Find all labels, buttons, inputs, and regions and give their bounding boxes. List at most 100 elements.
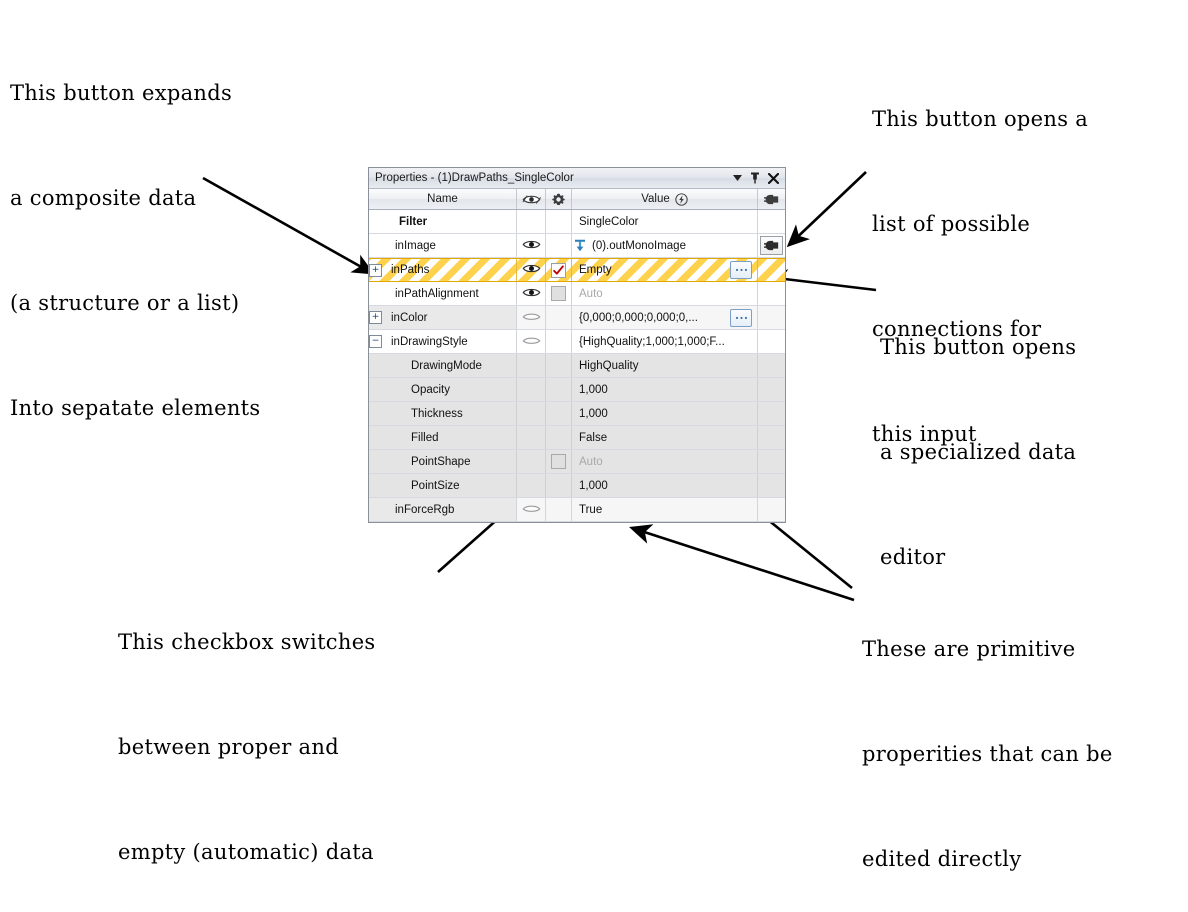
property-name-label: inForceRgb (395, 503, 455, 516)
connection-button[interactable] (760, 236, 783, 255)
auto-value-cell[interactable] (546, 282, 572, 305)
column-header-value-label: Value (641, 193, 670, 205)
property-row-inpaths[interactable]: +inPaths Empty (369, 258, 785, 282)
annotation-line: list of possible (872, 212, 1031, 236)
property-row-filter[interactable]: Filter SingleColor (369, 210, 785, 234)
property-name-cell[interactable]: PointSize (369, 474, 517, 497)
column-header-value[interactable]: Value (572, 189, 758, 209)
connection-cell (758, 306, 785, 329)
connection-cell (758, 498, 785, 521)
property-value-cell[interactable]: {HighQuality;1,000;1,000;F... (572, 330, 758, 353)
pin-icon[interactable] (747, 170, 763, 186)
property-name-label: Opacity (411, 383, 450, 396)
property-value-cell[interactable]: 1,000 (572, 378, 758, 401)
property-row-pointsize[interactable]: PointSize 1,000 (369, 474, 785, 498)
property-row-opacity[interactable]: Opacity 1,000 (369, 378, 785, 402)
connection-cell (758, 378, 785, 401)
annotation-line: a composite data (10, 186, 197, 210)
eye-closed-icon[interactable] (522, 335, 541, 349)
property-name-label: DrawingMode (411, 359, 482, 372)
property-row-inforcergb[interactable]: inForceRgb True (369, 498, 785, 522)
expander-toggle[interactable]: + (369, 311, 382, 324)
property-name-cell[interactable]: DrawingMode (369, 354, 517, 377)
eye-open-icon[interactable] (522, 239, 541, 253)
auto-value-cell (546, 330, 572, 353)
property-name-label: PointSize (411, 479, 460, 492)
property-name-cell[interactable]: PointShape (369, 450, 517, 473)
annotation-line: This button expands (10, 81, 233, 105)
property-name-label: Thickness (411, 407, 463, 420)
property-row-inimage[interactable]: inImage (0).outMonoImage (369, 234, 785, 258)
visibility-cell[interactable] (517, 282, 546, 305)
visibility-cell (517, 426, 546, 449)
eye-closed-icon[interactable] (522, 311, 541, 325)
annotation-line: These are primitive (862, 637, 1076, 661)
visibility-cell[interactable] (517, 234, 546, 257)
connection-cell (758, 259, 785, 281)
property-row-indrawingstyle[interactable]: −inDrawingStyle {HighQuality;1,000;1,000… (369, 330, 785, 354)
property-row-thickness[interactable]: Thickness 1,000 (369, 402, 785, 426)
panel-titlebar: Properties - (1)DrawPaths_SingleColor (369, 168, 785, 189)
property-value-cell[interactable]: True (572, 498, 758, 521)
property-name-label: PointShape (411, 455, 471, 468)
data-editor-button[interactable] (730, 308, 752, 327)
property-value-label: {HighQuality;1,000;1,000;F... (579, 335, 725, 348)
property-value-label: (0).outMonoImage (592, 239, 686, 252)
property-name-cell[interactable]: inPathAlignment (369, 282, 517, 305)
auto-value-cell (546, 234, 572, 257)
checkbox-unchecked[interactable] (551, 286, 566, 301)
column-header-name[interactable]: Name (369, 189, 517, 209)
property-name-cell[interactable]: +inPaths (369, 259, 517, 281)
plug-icon[interactable] (758, 189, 785, 209)
arrow-to-plug-button (786, 171, 867, 248)
chevron-down-icon[interactable] (729, 170, 745, 186)
property-value-cell[interactable]: 1,000 (572, 402, 758, 425)
property-value-cell[interactable]: Auto (572, 450, 758, 473)
property-value-cell[interactable]: SingleColor (572, 210, 758, 233)
visibility-cell (517, 450, 546, 473)
property-name-cell[interactable]: Filled (369, 426, 517, 449)
expander-toggle[interactable]: − (369, 335, 382, 348)
property-row-inpathalignment[interactable]: inPathAlignment Auto (369, 282, 785, 306)
property-value-cell[interactable]: HighQuality (572, 354, 758, 377)
property-name-cell[interactable]: inImage (369, 234, 517, 257)
data-editor-button[interactable] (730, 261, 752, 279)
property-name-cell[interactable]: −inDrawingStyle (369, 330, 517, 353)
connection-cell[interactable] (758, 234, 785, 257)
property-value-cell[interactable]: {0,000;0,000;0,000;0,... (572, 306, 758, 329)
eye-icon[interactable] (517, 189, 546, 209)
property-row-incolor[interactable]: +inColor {0,000;0,000;0,000;0,... (369, 306, 785, 330)
connection-cell (758, 474, 785, 497)
property-name-cell[interactable]: Filter (369, 210, 517, 233)
property-name-cell[interactable]: inForceRgb (369, 498, 517, 521)
link-down-icon (574, 239, 586, 252)
checkbox-checked[interactable] (551, 262, 566, 278)
visibility-cell[interactable] (517, 330, 546, 353)
checkbox-unchecked[interactable] (551, 454, 566, 469)
property-name-cell[interactable]: Opacity (369, 378, 517, 401)
connection-cell (758, 354, 785, 377)
close-icon[interactable] (765, 170, 781, 186)
annotation-line: between proper and (118, 735, 339, 759)
property-row-drawingmode[interactable]: DrawingMode HighQuality (369, 354, 785, 378)
eye-open-icon[interactable] (522, 287, 541, 301)
visibility-cell[interactable] (517, 306, 546, 329)
property-value-cell[interactable]: (0).outMonoImage (572, 234, 758, 257)
auto-value-cell[interactable] (546, 450, 572, 473)
auto-value-cell[interactable] (546, 259, 572, 281)
gear-icon[interactable] (546, 189, 572, 209)
property-value-cell[interactable]: Empty (572, 259, 758, 281)
property-row-filled[interactable]: Filled False (369, 426, 785, 450)
eye-open-icon[interactable] (522, 263, 541, 277)
property-value-cell[interactable]: 1,000 (572, 474, 758, 497)
property-row-pointshape[interactable]: PointShape Auto (369, 450, 785, 474)
expander-toggle[interactable]: + (369, 263, 382, 277)
property-value-cell[interactable]: Auto (572, 282, 758, 305)
property-name-cell[interactable]: Thickness (369, 402, 517, 425)
eye-closed-icon[interactable] (522, 503, 541, 517)
property-value-cell[interactable]: False (572, 426, 758, 449)
property-name-cell[interactable]: +inColor (369, 306, 517, 329)
auto-value-cell (546, 210, 572, 233)
visibility-cell[interactable] (517, 259, 546, 281)
visibility-cell[interactable] (517, 498, 546, 521)
